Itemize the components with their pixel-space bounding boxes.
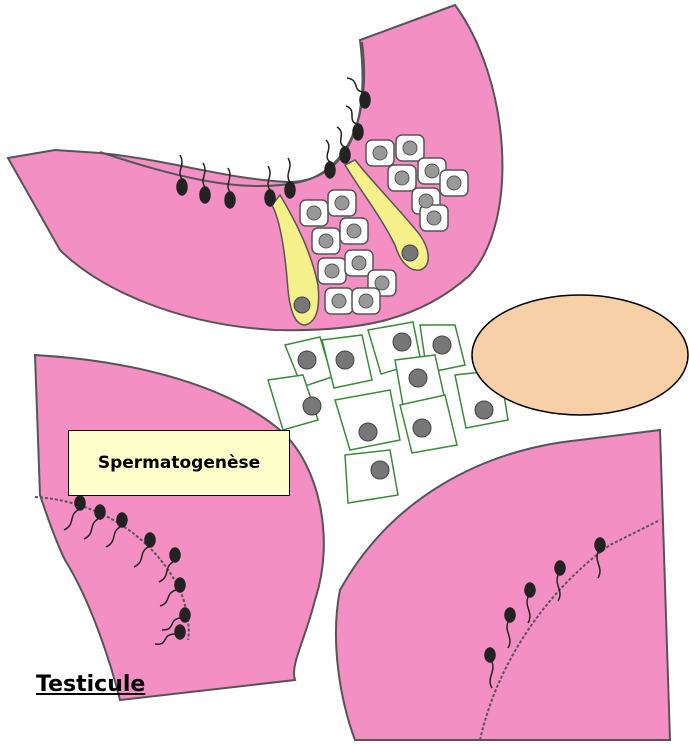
organ-caption: Testicule xyxy=(36,672,145,697)
tubule-lumen-edge-top xyxy=(100,42,364,186)
process-label-box: Spermatogenèse xyxy=(68,430,290,496)
blood-vessel xyxy=(472,295,688,415)
sertoli-nucleus xyxy=(294,297,310,313)
sertoli-nucleus xyxy=(402,245,418,261)
